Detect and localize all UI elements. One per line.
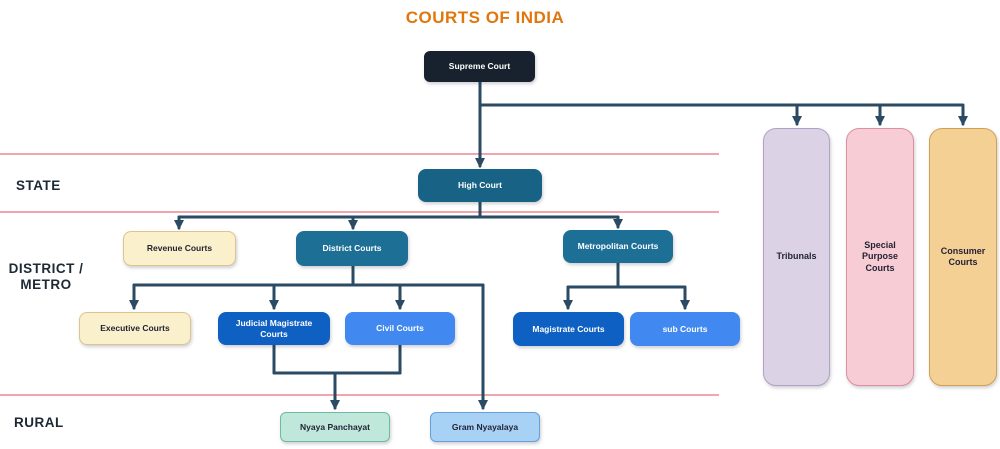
rural-section-divider-line xyxy=(0,394,719,396)
section-label-district-line1: DISTRICT / xyxy=(8,261,84,276)
node-sub-courts: sub Courts xyxy=(630,312,740,346)
node-consumer-courts: Consumer Courts xyxy=(929,128,997,386)
node-special-purpose-courts: Special Purpose Courts xyxy=(846,128,914,386)
node-tribunals: Tribunals xyxy=(763,128,830,386)
state-section-divider-line xyxy=(0,153,719,155)
node-revenue-courts: Revenue Courts xyxy=(123,231,236,266)
node-high-court: High Court xyxy=(418,169,542,202)
district-section-divider-line xyxy=(0,211,719,213)
node-civil-courts: Civil Courts xyxy=(345,312,455,345)
section-label-district-metro: DISTRICT / METRO xyxy=(2,261,90,293)
section-label-rural: RURAL xyxy=(14,415,64,430)
section-label-state: STATE xyxy=(16,178,61,193)
node-executive-courts: Executive Courts xyxy=(79,312,191,345)
node-gram-nyayalaya: Gram Nyayalaya xyxy=(430,412,540,442)
node-nyaya-panchayat: Nyaya Panchayat xyxy=(280,412,390,442)
node-district-courts: District Courts xyxy=(296,231,408,266)
diagram-title: COURTS OF INDIA xyxy=(405,8,565,27)
node-metropolitan-courts: Metropolitan Courts xyxy=(563,230,673,263)
node-judicial-magistrate-courts: Judicial Magistrate Courts xyxy=(218,312,330,345)
node-magistrate-courts: Magistrate Courts xyxy=(513,312,624,346)
section-label-district-line2: METRO xyxy=(20,277,72,292)
node-supreme-court: Supreme Court xyxy=(424,51,535,82)
